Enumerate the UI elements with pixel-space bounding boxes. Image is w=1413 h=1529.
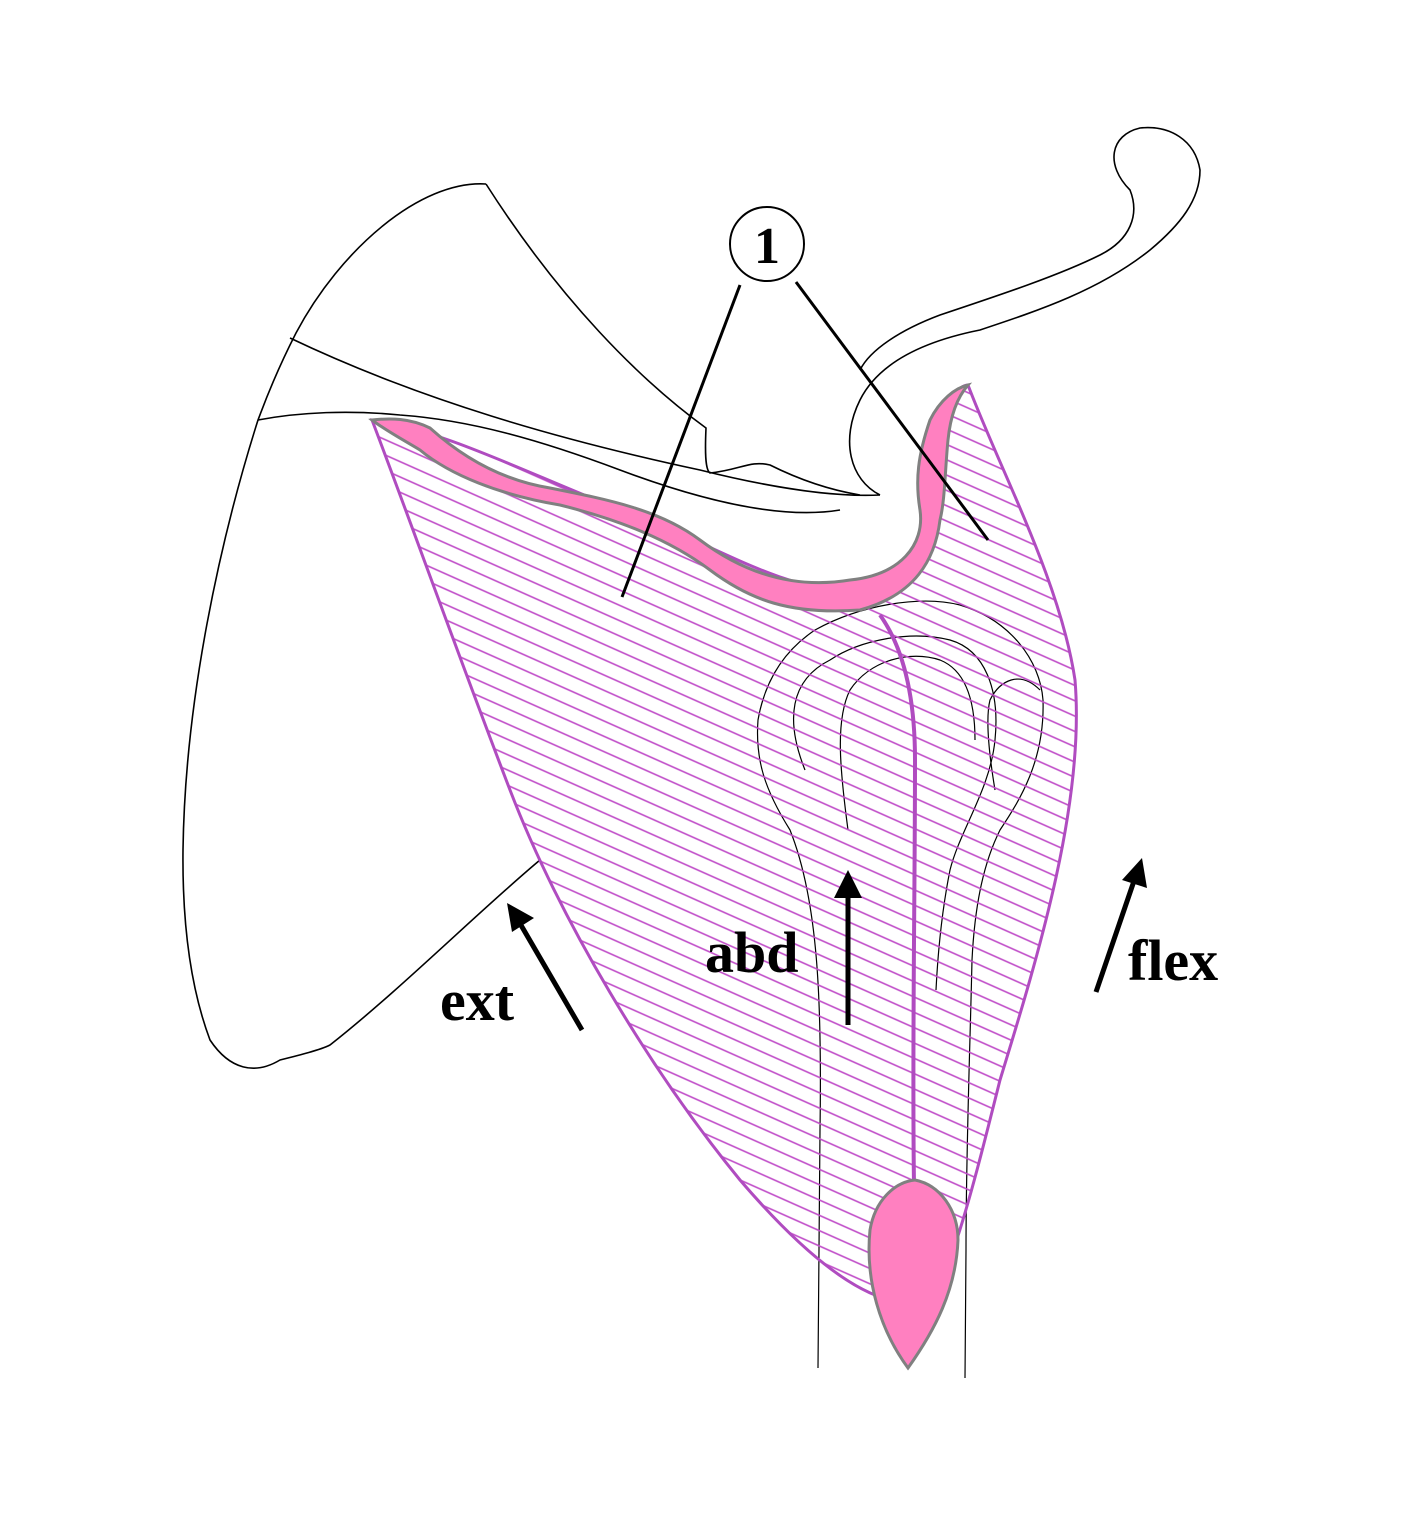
leader-line-left: [620, 284, 742, 598]
scapula-outline: [182, 183, 541, 1069]
scapular-spine-line: [485, 183, 861, 496]
spine-lower-line: [257, 411, 841, 514]
label-flex: flex: [1128, 928, 1218, 993]
label-abd: abd: [705, 920, 799, 985]
clavicle-outline: [848, 126, 1201, 496]
callout-circle: [729, 206, 805, 282]
label-ext: ext: [440, 968, 515, 1033]
insertion-attachment: [867, 1178, 960, 1371]
flex-arrow: [1093, 858, 1147, 993]
spine-ridge-line: [289, 337, 881, 497]
abd-arrow: [834, 870, 862, 1025]
origin-attachment-strip: [368, 382, 973, 613]
callout-number: 1: [754, 218, 780, 275]
deltoid-muscle: [369, 383, 1078, 1303]
deltoid-septum-line: [878, 613, 918, 1186]
ext-arrow: [507, 903, 585, 1032]
leader-line-right: [794, 281, 990, 541]
